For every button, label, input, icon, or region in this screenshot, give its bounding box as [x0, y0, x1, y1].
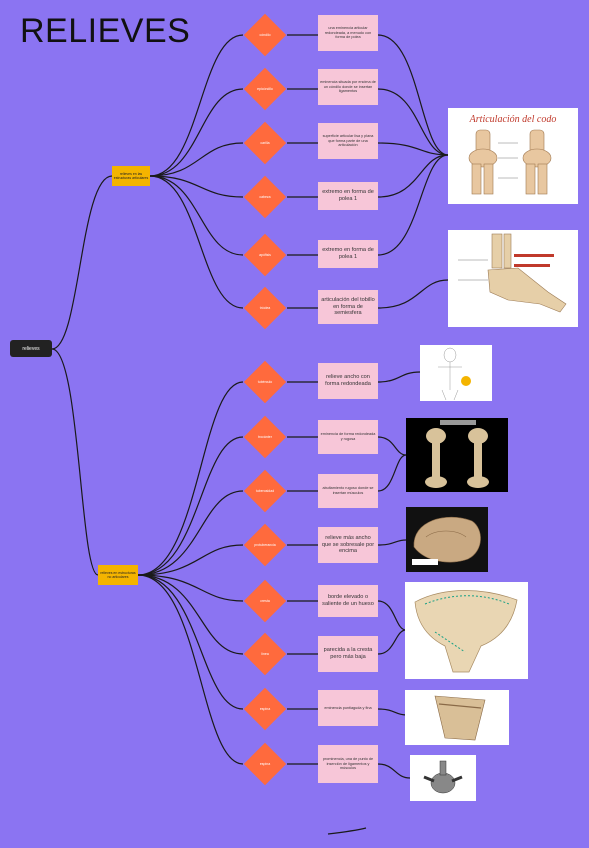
note-condilo: una eminencia articular redondeada, a me…	[318, 15, 378, 51]
note-protuberancia: relieve más ancho que se sobresale por e…	[318, 527, 378, 563]
note-linea: parecida a la cresta pero más baja	[318, 636, 378, 672]
note-cresta: borde elevado o saliente de un hueso	[318, 585, 378, 617]
diamond-label: epicóndilo	[257, 87, 273, 91]
diamond-apofisis[interactable]: apófisis	[243, 233, 287, 277]
diamond-tuberosidad[interactable]: tuberosidad	[243, 469, 287, 513]
diamond-protuberancia[interactable]: protuberancia	[243, 523, 287, 567]
diamond-label: espina	[259, 707, 271, 711]
femur-bones-image	[406, 418, 508, 492]
scapula-image	[405, 690, 509, 745]
category-articular[interactable]: relieves en las estructuras articulares	[112, 166, 150, 186]
diamond-label: línea	[261, 652, 269, 656]
diamond-label: protuberancia	[254, 543, 276, 547]
note-tuberculo: relieve ancho con forma redondeada	[318, 363, 378, 399]
note-epicondilo: eminencia situada por encima de un cóndi…	[318, 69, 378, 105]
elbow-joint-image: Articulación del codo	[448, 108, 578, 204]
diamond-tuberculo[interactable]: tubérculo	[243, 360, 287, 404]
diamond-espina-2[interactable]: espina	[243, 742, 287, 786]
diamond-label: tuberosidad	[255, 489, 275, 493]
diagram-title: RELIEVES	[20, 12, 191, 50]
diamond-label: trocánter	[258, 435, 272, 439]
root-node[interactable]: relieves	[10, 340, 52, 357]
diamond-label: tróclea	[259, 306, 271, 310]
diamond-label: cóndilo	[259, 33, 271, 37]
note-apofisis: extremo en forma de polea 1	[318, 240, 378, 268]
note-tuberosidad: abultamiento rugoso donde se insertan mú…	[318, 474, 378, 508]
diamond-carilla[interactable]: carilla	[243, 121, 287, 165]
diamond-label: tubérculo	[257, 380, 273, 384]
vertebra-image	[410, 755, 476, 801]
image-caption: Articulación del codo	[469, 114, 557, 125]
diamond-troclea[interactable]: tróclea	[243, 286, 287, 330]
diamond-linea[interactable]: línea	[243, 632, 287, 676]
diamond-label: espina	[259, 762, 271, 766]
note-espina-2: prominencia, una de punto de inserción d…	[318, 745, 378, 783]
category-non-articular[interactable]: relieves en estructuras no articulares	[98, 565, 138, 585]
note-trocanter: eminencia de forma redondeada y rugosa	[318, 420, 378, 454]
diamond-label: apófisis	[259, 253, 271, 257]
diamond-cabeza[interactable]: cabeza	[243, 175, 287, 219]
note-espina-1: eminencia puntiaguda y fina	[318, 690, 378, 726]
skull-bone-image	[406, 507, 488, 572]
diamond-label: cabeza	[259, 195, 271, 199]
note-troclea: articulación del tobillo en forma de sem…	[318, 290, 378, 324]
diamond-espina-1[interactable]: espina	[243, 687, 287, 731]
skeleton-sketch-image	[420, 345, 492, 401]
diamond-condilo[interactable]: cóndilo	[243, 13, 287, 57]
note-cabeza: extremo en forma de polea 1	[318, 182, 378, 210]
diamond-label: cresta	[260, 599, 270, 603]
diamond-cresta[interactable]: cresta	[243, 579, 287, 623]
diamond-epicondilo[interactable]: epicóndilo	[243, 67, 287, 111]
note-carilla: superficie articular lisa y plana que fo…	[318, 123, 378, 159]
ankle-joint-image	[448, 230, 578, 327]
diamond-trocanter[interactable]: trocánter	[243, 415, 287, 459]
pelvis-image	[405, 582, 528, 679]
diamond-label: carilla	[260, 141, 270, 145]
